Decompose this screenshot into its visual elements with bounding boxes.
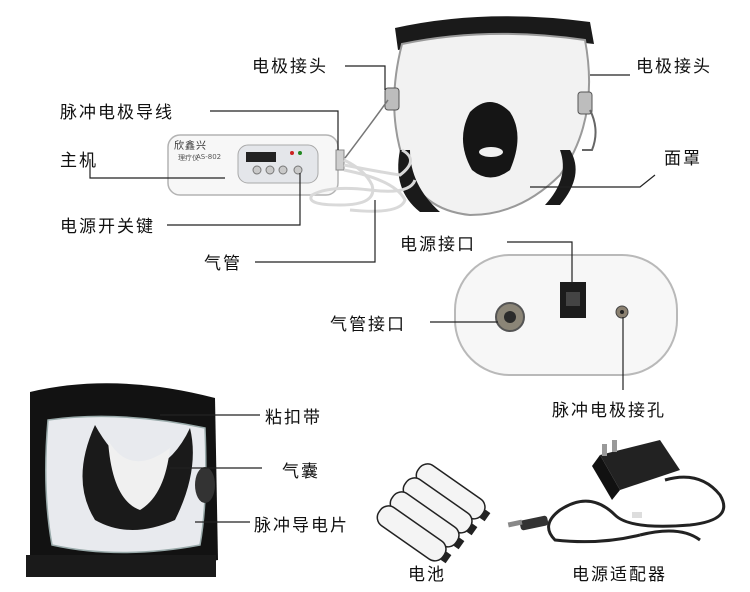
- face-mask-illustration: [384, 16, 597, 217]
- electrode-wire-illustration: [344, 99, 389, 159]
- device-subtitle-label: 理疗仪: [178, 154, 199, 162]
- label-power-port: 电源接口: [400, 235, 476, 255]
- label-pulse-electrode-jack: 脉冲电极接孔: [552, 401, 666, 421]
- label-velcro-strap: 粘扣带: [265, 408, 322, 428]
- mask-inside-illustration: [26, 383, 218, 577]
- label-air-tube: 气管: [204, 254, 242, 274]
- label-air-bladder: 气囊: [282, 462, 320, 482]
- leader-lines: [89, 65, 656, 523]
- label-electrode-connector-right: 电极接头: [636, 57, 712, 77]
- label-electrode-connector-left: 电极接头: [252, 57, 328, 77]
- label-face-mask: 面罩: [664, 149, 702, 169]
- label-pulse-electrode-wire: 脉冲电极导线: [60, 103, 174, 123]
- label-power-switch: 电源开关键: [60, 217, 155, 237]
- model-label: AS-802: [196, 153, 222, 161]
- label-battery: 电池: [408, 565, 446, 585]
- brand-label: 欣鑫兴: [174, 141, 207, 152]
- main-unit-illustration: [167, 134, 345, 196]
- label-main-unit: 主机: [60, 151, 98, 171]
- label-air-tube-port: 气管接口: [330, 315, 406, 335]
- label-power-adapter: 电源适配器: [572, 565, 667, 585]
- batteries-illustration: [376, 463, 491, 564]
- port-panel-illustration: [454, 254, 678, 376]
- air-tube-illustration: [309, 148, 417, 213]
- label-pulse-conductive-pad: 脉冲导电片: [254, 516, 349, 536]
- power-adapter-illustration: [507, 440, 726, 544]
